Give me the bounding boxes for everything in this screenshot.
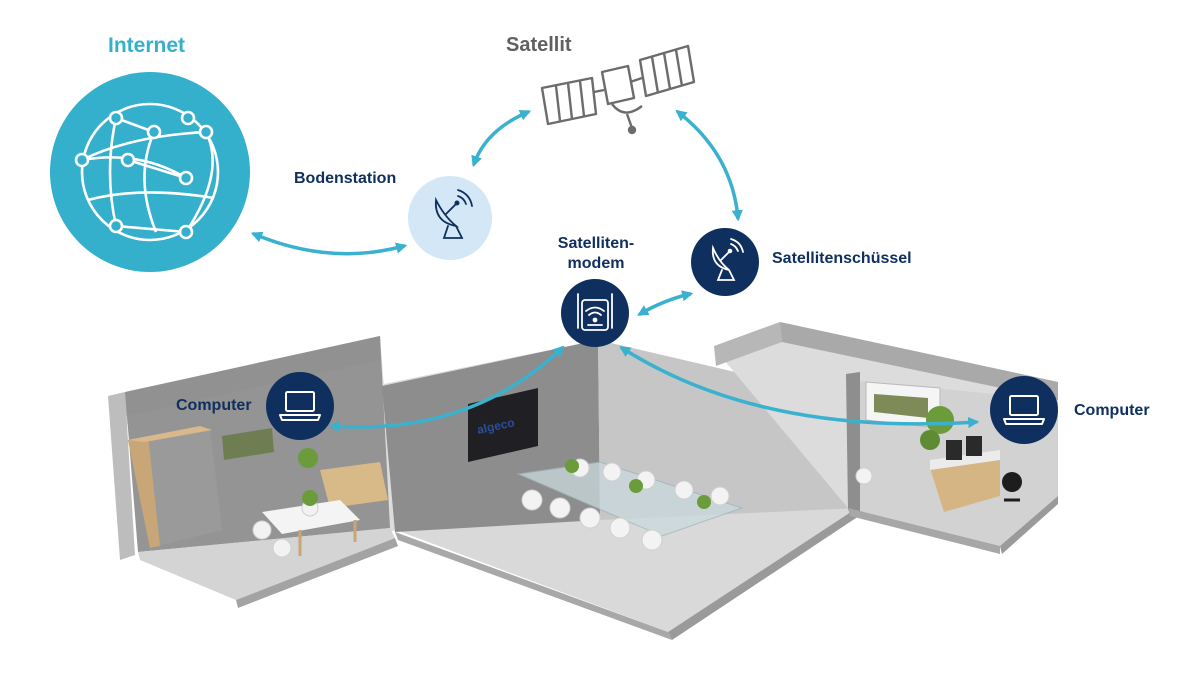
laptop-icon (279, 391, 321, 421)
internet-label: Internet (108, 34, 186, 57)
computer-left-label: Computer (176, 397, 252, 414)
satellite-dish-icon (711, 238, 744, 281)
wall-picture (222, 428, 274, 460)
satellitenmodem-node (561, 279, 629, 347)
satellitenschuessel-label: Satellitenschüssel (772, 250, 912, 267)
satellitenmodem-label-line1: Satelliten- (557, 235, 635, 252)
satellite-dish-icon (434, 189, 473, 239)
bodenstation-label: Bodenstation (294, 170, 397, 187)
computer-right-node (990, 376, 1058, 444)
meeting-table (262, 500, 360, 534)
arrow-satellit-schuessel (675, 109, 743, 222)
wifi-router-icon (577, 293, 613, 331)
satellitenschuessel-node (691, 228, 759, 296)
satellitenmodem-label: Satelliten- modem (548, 234, 644, 274)
globe-network-icon (80, 102, 220, 242)
connections (250, 109, 980, 433)
arrow-internet-bodenstation (250, 231, 408, 256)
satellit-label: Satellit (506, 34, 572, 56)
arrow-modem-computer-left (328, 345, 565, 433)
office-rooms: algeco (108, 322, 1058, 640)
plant (298, 448, 318, 468)
conference-chairs (521, 458, 730, 551)
computer-left-node (266, 372, 334, 440)
satellite-icon (540, 44, 696, 135)
arrow-schuessel-modem (637, 290, 694, 316)
bodenstation-node (408, 176, 492, 260)
internet-node (50, 72, 250, 272)
arrow-modem-computer-right (619, 346, 980, 429)
left-room (108, 336, 398, 608)
office-desk (930, 456, 1000, 512)
plant-right (926, 406, 954, 434)
office-chair (1002, 472, 1022, 492)
reception-desk (320, 462, 388, 508)
satellitenmodem-label-line2: modem (567, 255, 625, 272)
laptop-icon (1003, 395, 1045, 425)
computer-right-label: Computer (1074, 402, 1150, 419)
arrow-bodenstation-satellit (471, 109, 532, 168)
